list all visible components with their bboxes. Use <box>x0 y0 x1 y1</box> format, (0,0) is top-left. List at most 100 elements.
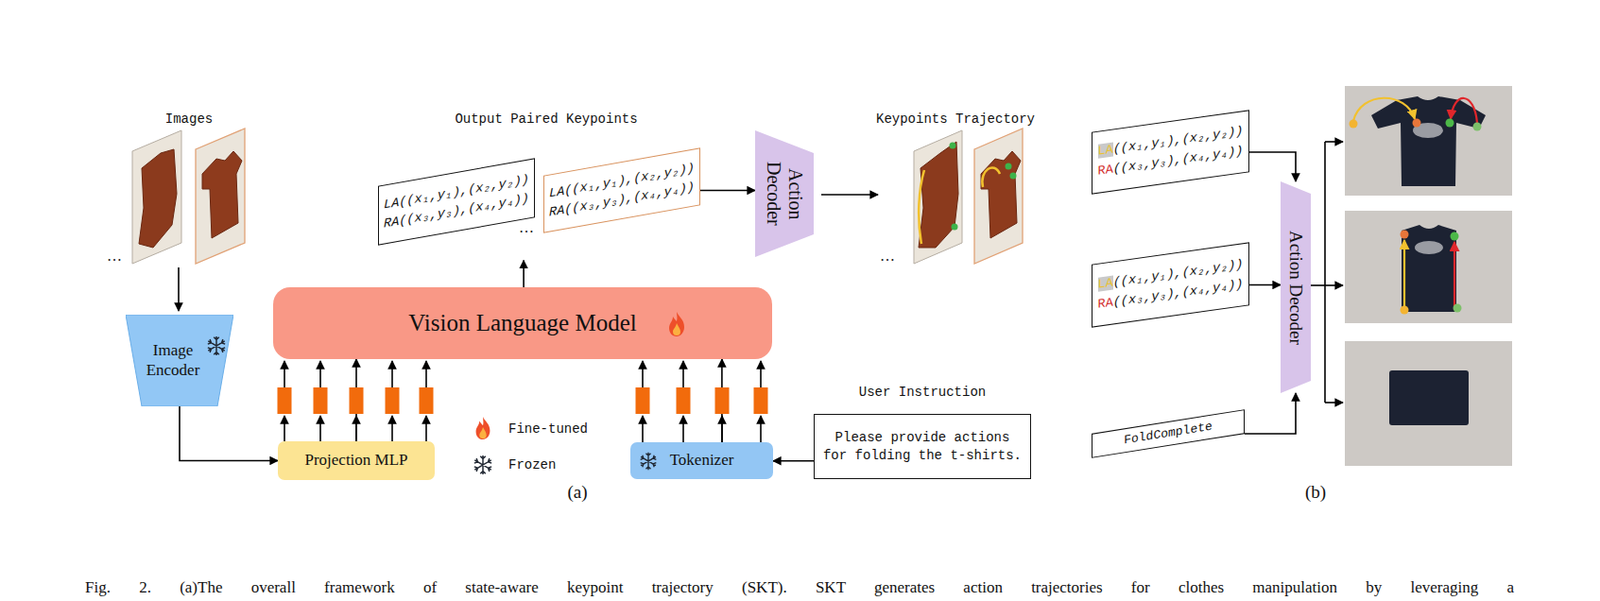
arm-tag: LA <box>1098 275 1114 292</box>
keypoint-dot <box>1412 119 1422 128</box>
image-arrow <box>177 267 180 311</box>
token-arrow <box>425 361 428 388</box>
shape-fill <box>125 314 234 407</box>
fold-arrow <box>1403 240 1406 309</box>
token-arrow <box>759 415 762 443</box>
keypoint-dot <box>1473 122 1482 132</box>
decoder-label: Action Decoder <box>762 150 807 238</box>
keypoint-box: LA((x₁,y₁),(x₂,y₂))RA((x₃,y₃),(x₄,y₄)) <box>543 147 701 233</box>
keypoint-dot <box>951 223 959 231</box>
ellipsis: … <box>879 247 895 265</box>
arm-tag: RA <box>1098 294 1114 311</box>
tshirt <box>1371 96 1486 187</box>
cloth-crumpled <box>138 149 177 248</box>
shape-fill <box>1280 181 1311 394</box>
input-image <box>132 130 182 264</box>
trajectory-path <box>918 170 925 244</box>
token-arrows <box>284 361 761 443</box>
node-label: FoldComplete <box>1123 419 1213 448</box>
panel-label: (b) <box>1305 481 1326 503</box>
fold-arrow <box>1450 98 1478 123</box>
panel-label: (a) <box>567 481 587 503</box>
fold-arrow <box>1353 98 1415 121</box>
connector <box>1249 152 1296 182</box>
branch-wire <box>1324 141 1326 403</box>
keypoint-box: LA((x₁,y₁),(x₂,y₂))RA((x₃,y₃),(x₄,y₄)) <box>378 157 535 245</box>
decoder-trapezoid: Action Decoder <box>1280 181 1311 394</box>
decoder-label: Action Decoder <box>1285 230 1307 345</box>
cloth-tshirt <box>202 151 242 239</box>
input-image <box>195 128 245 264</box>
connector <box>773 460 814 463</box>
branch-arrow <box>1324 140 1343 143</box>
folded-shirt <box>1389 370 1469 426</box>
node-label: Vision Language Model <box>408 309 637 338</box>
decoder-trapezoid: Action Decoder <box>755 130 814 258</box>
token-arrow <box>425 415 428 442</box>
keypoint-dot <box>949 142 957 150</box>
keypoint-dot <box>1010 172 1017 180</box>
node-label: Image Encoder <box>139 341 207 380</box>
token <box>754 387 769 414</box>
model-box: Vision Language Model <box>273 287 773 360</box>
token <box>676 387 691 414</box>
trajectory-image <box>913 130 963 264</box>
keypoint-box: LA((x₁,y₁),(x₂,y₂))RA((x₃,y₃),(x₄,y₄)) <box>1091 241 1250 327</box>
token <box>385 387 400 414</box>
encoder-trapezoid: Image Encoder <box>125 314 234 407</box>
trajectory-image <box>974 128 1023 264</box>
legend-text: Frozen <box>508 457 556 473</box>
token-arrow <box>355 415 358 442</box>
token <box>313 387 328 414</box>
connector <box>700 189 756 192</box>
finetuned-icon <box>476 416 491 440</box>
token-arrow <box>319 415 322 442</box>
instruction-heading: User Instruction <box>795 384 1050 400</box>
keypoint-dot <box>1453 304 1463 313</box>
node-label: Tokenizer <box>670 450 735 470</box>
token <box>636 387 651 414</box>
token-arrow <box>721 415 723 443</box>
tokens <box>277 387 769 414</box>
tshirt <box>1401 224 1457 312</box>
legend-text: Fine-tuned <box>508 421 588 437</box>
figure-caption: Fig. 2. (a)The overall framework of stat… <box>85 578 1514 598</box>
branch-arrow <box>1324 401 1343 404</box>
ellipsis: … <box>518 219 534 237</box>
trajectory-path <box>981 167 1000 188</box>
section-heading: Output Paired Keypoints <box>454 111 637 127</box>
token <box>349 387 364 414</box>
fold-arrow <box>1453 241 1456 307</box>
instruction-text: Please provide actions for folding the t… <box>814 429 1031 465</box>
frozen-icon <box>474 455 492 475</box>
keypoint-dot <box>1400 306 1410 315</box>
projection-box: Projection MLP <box>277 441 435 481</box>
node-label: Projection MLP <box>304 450 408 470</box>
token <box>715 387 730 414</box>
frozen-icon <box>640 452 657 470</box>
token <box>419 387 434 414</box>
connector <box>522 260 525 288</box>
status-box: FoldComplete <box>1091 409 1245 459</box>
photo <box>1344 210 1513 324</box>
cloth-tshirt <box>980 151 1021 239</box>
keypoint-dot <box>1349 120 1359 129</box>
tokenizer-box: Tokenizer <box>630 442 774 480</box>
shirt-print <box>1414 240 1444 255</box>
keypoint-dot <box>1005 163 1013 171</box>
frozen-icon <box>207 336 225 356</box>
keypoint-dot <box>1450 232 1460 241</box>
section-heading: Images <box>165 111 213 127</box>
connector <box>179 406 278 462</box>
photo <box>1344 341 1513 466</box>
token-arrow <box>283 415 286 442</box>
arm-tag: LA <box>1098 142 1114 159</box>
token-arrow <box>682 415 685 443</box>
token-arrow <box>759 361 762 388</box>
connector <box>1244 393 1296 434</box>
keypoint-dot <box>1445 119 1455 128</box>
photo <box>1344 86 1513 196</box>
